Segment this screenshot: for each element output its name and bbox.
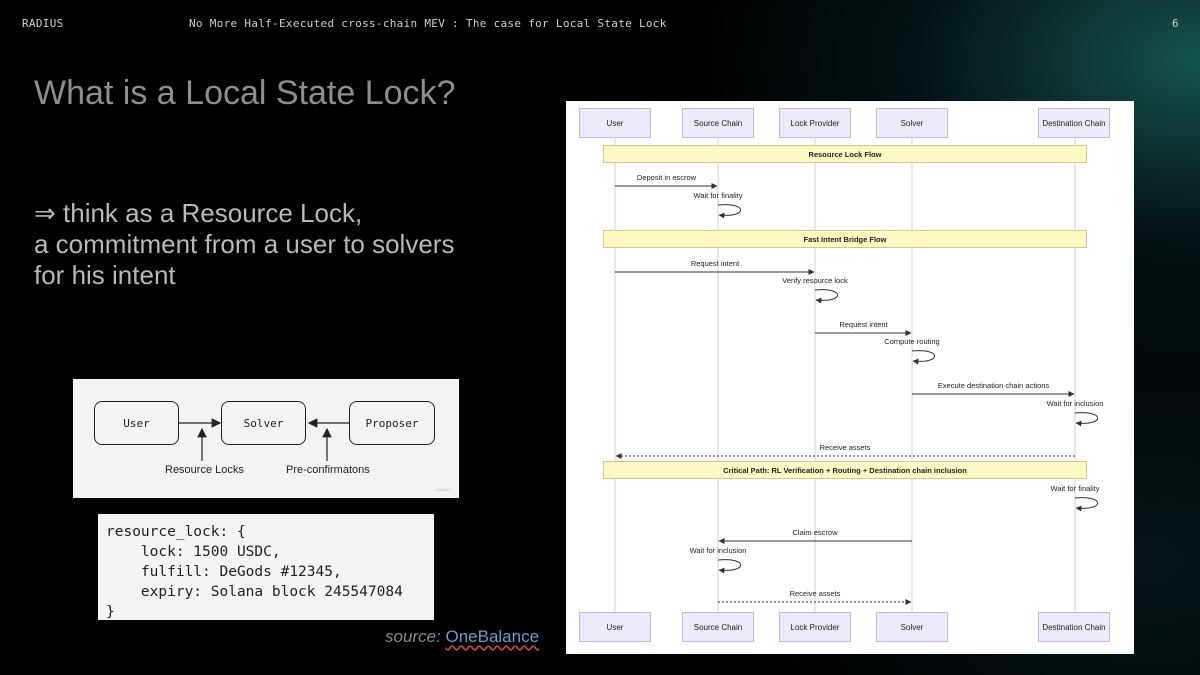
message-label: Wait for inclusion [689,546,747,555]
note-fast-intent-bridge-flow: Fast Intent Bridge Flow [603,230,1087,248]
participant-lock-provider-top: Lock Provider [779,108,851,138]
message-label: Execute destination chain actions [937,381,1050,390]
message-label: Wait for finality [693,191,743,200]
self-message-arrow [911,350,935,365]
tagline-line: ⇒ think as a Resource Lock, [34,198,363,228]
code-line: lock: 1500 USDC, [106,544,281,560]
message-label: Receive assets [789,589,841,598]
source-link[interactable]: OneBalance [445,627,540,646]
self-message-arrow [717,559,741,574]
participant-solver-top: Solver [876,108,948,138]
code-line: expiry: Solana block 245547084 [106,584,403,600]
participant-source-chain-top: Source Chain [682,108,754,138]
diagram-arrows [179,418,349,461]
resource-lock-diagram: User Solver Proposer Resource Locks Pre-… [73,379,459,498]
code-line: resource_lock: { [106,524,246,540]
participant-user-bottom: User [579,612,651,642]
label-preconfirmations: Pre-confirmatons [286,464,370,476]
participant-user-top: User [579,108,651,138]
tagline-line: for his intent [34,260,176,290]
slide-tagline: ⇒ think as a Resource Lock, a commitment… [34,198,454,291]
node-user: User [94,401,179,445]
message-label: Compute routing [884,337,940,346]
message-label: Deposit in escrow [636,173,697,182]
sequence-diagram: User Source Chain Lock Provider Solver D… [566,101,1134,654]
label-resource-locks: Resource Locks [165,464,244,476]
participant-source-chain-bottom: Source Chain [682,612,754,642]
message-label: Verify resource lock [782,276,848,285]
node-solver: Solver [221,401,306,445]
participant-destination-chain-top: Destination Chain [1038,108,1110,138]
message-label: Request intent [839,320,888,329]
resource-lock-code: resource_lock: { lock: 1500 USDC, fulfil… [98,514,434,620]
diagram-watermark: RADIUS [435,487,451,492]
page-number: 6 [1172,17,1179,30]
code-line: fulfill: DeGods #12345, [106,564,342,580]
source-prefix: source: [385,627,446,646]
participant-destination-chain-bottom: Destination Chain [1038,612,1110,642]
self-message-arrow [814,289,838,304]
note-critical-path: Critical Path: RL Verification + Routing… [603,461,1087,479]
message-label: Claim escrow [792,528,838,537]
message-label: Wait for finality [1050,484,1100,493]
self-message-arrow [1074,412,1098,427]
sequence-lines [614,138,1098,612]
message-label: Request intent [690,259,740,268]
source-citation: source: OneBalance [385,627,539,647]
message-label: Wait for inclusion [1046,399,1104,408]
deck-title: No More Half-Executed cross-chain MEV : … [189,17,667,30]
brand-label: RADIUS [22,17,64,30]
participant-lock-provider-bottom: Lock Provider [779,612,851,642]
self-message-arrow [717,204,741,219]
participant-solver-bottom: Solver [876,612,948,642]
code-line: } [106,604,115,620]
note-resource-lock-flow: Resource Lock Flow [603,145,1087,163]
tagline-line: a commitment from a user to solvers [34,229,455,259]
slide-title: What is a Local State Lock? [34,74,456,112]
node-proposer: Proposer [349,401,435,445]
message-label: Receive assets [819,443,871,452]
self-message-arrow [1074,497,1098,512]
